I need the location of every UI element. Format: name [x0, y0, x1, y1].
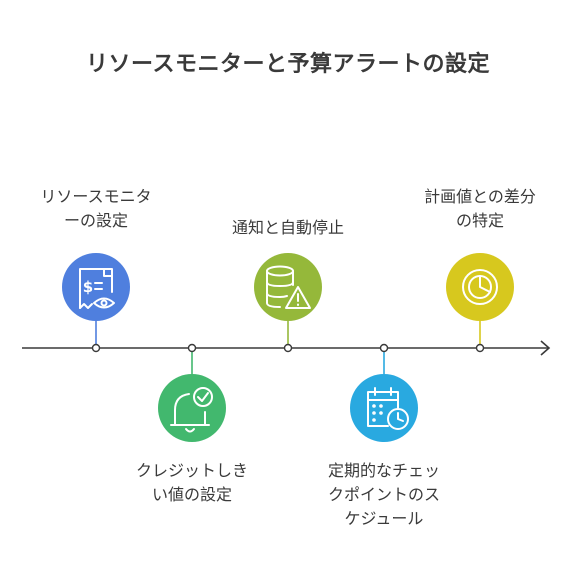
step-4-label-line-1: 定期的なチェッ [327, 461, 440, 480]
svg-text:$: $ [83, 278, 93, 296]
step-3-node [283, 343, 293, 353]
step-5-label-line-1: 計画値との差分 [424, 187, 536, 206]
diagram-title: リソースモニターと予算アラートの設定 [86, 52, 490, 77]
step-2 [158, 343, 226, 442]
receipt-eye-icon: $ [79, 268, 115, 309]
step-3-label: 通知と自動停止 [198, 216, 378, 240]
step-1-label-line-2: ーの設定 [63, 211, 128, 230]
step-3-label-line-1: 通知と自動停止 [231, 218, 344, 237]
step-4-label-line-3: ケジュール [344, 509, 424, 528]
step-3 [254, 253, 322, 353]
step-5-label: 計画値との差分 の特定 [390, 185, 570, 233]
step-2-label: クレジットしき い値の設定 [102, 459, 282, 507]
step-5-node [475, 343, 485, 353]
pie-chart-icon [462, 269, 498, 305]
step-2-label-line-2: い値の設定 [151, 485, 232, 504]
step-3-circle [254, 253, 322, 321]
step-4-node [379, 343, 389, 353]
step-2-label-line-1: クレジットしき [135, 461, 248, 480]
step-4 [350, 343, 418, 442]
step-4-label-line-2: クポイントのス [327, 485, 440, 504]
step-5-label-line-2: の特定 [455, 211, 504, 230]
timeline-arrow-head [540, 340, 551, 356]
step-1-node [91, 343, 101, 353]
calendar-clock-icon [367, 387, 409, 430]
step-4-label: 定期的なチェッ クポイントのス ケジュール [294, 459, 474, 531]
bell-check-icon [170, 387, 213, 433]
step-2-node [187, 343, 197, 353]
step-4-circle [350, 374, 418, 442]
step-5 [446, 253, 514, 353]
step-1-label: リソースモニタ ーの設定 [6, 185, 186, 233]
step-1: $ [62, 253, 130, 353]
database-warning-icon [266, 265, 311, 309]
step-1-circle [62, 253, 130, 321]
step-1-label-line-1: リソースモニタ [40, 187, 152, 206]
